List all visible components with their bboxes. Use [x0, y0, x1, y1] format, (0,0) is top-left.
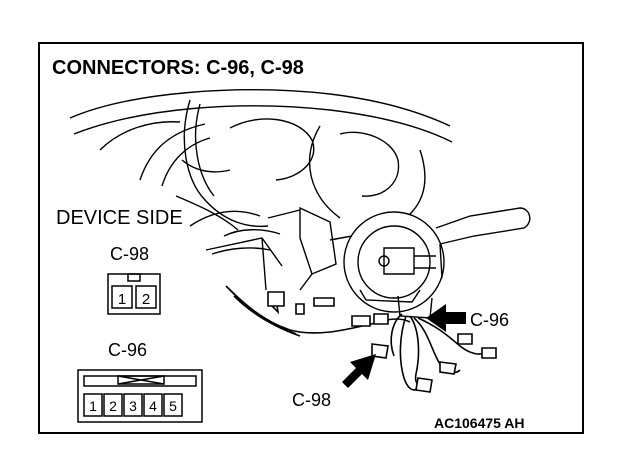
connector-c96-label: C-96: [108, 340, 147, 360]
device-side-label: DEVICE SIDE: [56, 207, 183, 229]
c96-pin-5: 5: [169, 398, 177, 414]
c96-pin-2: 2: [109, 398, 117, 414]
dashboard-illustration: [69, 89, 453, 291]
c96-pin-3: 3: [129, 398, 137, 414]
connector-c96-face: [77, 369, 203, 423]
connector-c98-face: [107, 273, 161, 315]
c98-pin-1: 1: [118, 291, 126, 308]
c96-pin-4: 4: [149, 398, 157, 414]
wiring-harness: [225, 285, 497, 393]
connector-c98-label: C-98: [110, 244, 149, 264]
c98-callout-label: C-98: [292, 390, 331, 410]
figure-code: AC106475 AH: [434, 415, 525, 431]
diagram-title: CONNECTORS: C-96, C-98: [52, 57, 304, 79]
c98-pin-2: 2: [142, 291, 150, 308]
c98-arrow: [342, 354, 376, 388]
diagram-frame: [38, 42, 584, 434]
steering-column-assembly: [329, 207, 531, 319]
c96-arrow: [426, 304, 466, 332]
c96-callout-label: C-96: [470, 310, 509, 330]
c96-pin-1: 1: [89, 398, 97, 414]
